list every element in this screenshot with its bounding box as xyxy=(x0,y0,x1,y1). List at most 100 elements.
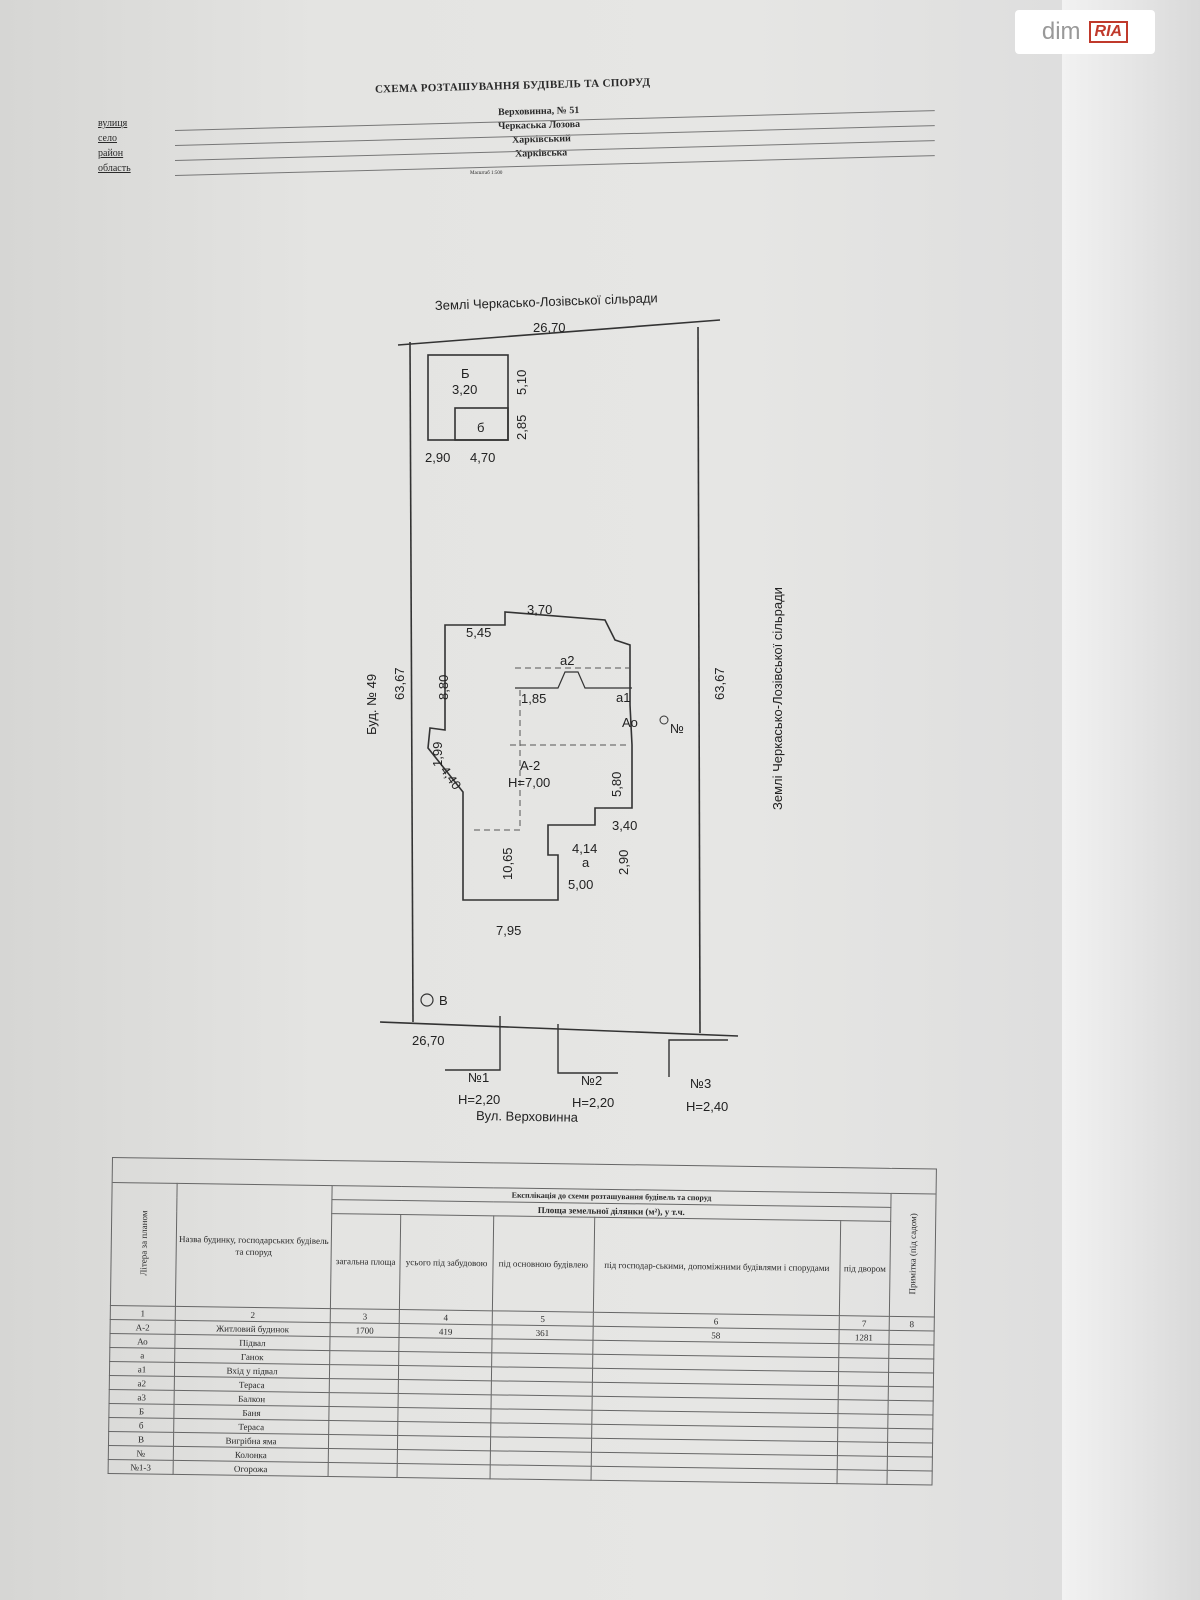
cell-letter: а1 xyxy=(109,1361,175,1377)
cell-built xyxy=(397,1421,491,1437)
lot-boundary xyxy=(397,319,721,346)
hidden-line xyxy=(470,690,521,831)
cell-yard xyxy=(837,1399,889,1415)
lot-bottom xyxy=(379,1021,739,1037)
porch-a1 xyxy=(515,671,632,689)
cell-main xyxy=(491,1366,593,1383)
top-neighbor-label: Землі Черкасько-Лозівської сільради xyxy=(435,290,658,313)
col-num: 1 xyxy=(110,1305,176,1321)
logo-dim: dim xyxy=(1041,18,1081,45)
right-length: 63,67 xyxy=(712,667,727,700)
cell-total xyxy=(328,1434,398,1450)
cell-yard xyxy=(837,1413,888,1429)
cell-total xyxy=(329,1350,400,1366)
house-label: А-2 xyxy=(520,758,540,773)
page-edge xyxy=(1062,0,1200,1600)
house-dim: 5,00 xyxy=(568,877,593,892)
cell-total xyxy=(329,1392,399,1408)
cell-letter: а xyxy=(109,1347,175,1363)
cell-note xyxy=(887,1414,933,1429)
cell-built xyxy=(398,1379,492,1395)
field-label-street: вулиця xyxy=(98,118,128,129)
cell-note xyxy=(888,1358,934,1373)
cell-note xyxy=(888,1372,934,1387)
col-num: 5 xyxy=(492,1310,594,1327)
basement-ao-label: Ао xyxy=(622,715,638,730)
header-note: Примітка (під садом) xyxy=(889,1193,937,1317)
porch-a1-label: а1 xyxy=(616,690,630,705)
cell-letter: Ао xyxy=(109,1333,176,1349)
cell-main: 361 xyxy=(491,1324,593,1341)
cell-total xyxy=(328,1462,398,1478)
cell-yard xyxy=(837,1441,888,1457)
fence-3 xyxy=(668,1039,728,1077)
cell-yard xyxy=(837,1427,888,1443)
field-label-district: район xyxy=(98,148,124,159)
house-dim: 3,70 xyxy=(527,602,552,617)
field-label-village: село xyxy=(98,133,117,144)
cell-letter: №1-3 xyxy=(108,1459,174,1475)
top-width: 26,70 xyxy=(533,320,566,335)
house-dim: 4,14 xyxy=(572,841,597,856)
lot-left xyxy=(409,341,414,1023)
cesspool-symbol xyxy=(420,993,434,1007)
fence-1-label: №1 xyxy=(468,1070,489,1085)
fence-1 xyxy=(445,1016,501,1071)
cell-letter: В xyxy=(108,1431,174,1447)
cell-yard xyxy=(836,1469,888,1485)
bath-dim: 4,70 xyxy=(470,450,495,465)
bath-label: Б xyxy=(461,366,470,381)
house-dim: 1,99 xyxy=(430,742,445,767)
cell-built xyxy=(398,1351,492,1367)
cell-built: 419 xyxy=(399,1323,493,1339)
house-dim: 8,80 xyxy=(436,675,451,700)
site-plan: Землі Черкасько-Лозівської сільради 26,7… xyxy=(364,290,785,1125)
house-dim: 10,65 xyxy=(500,847,515,880)
cell-letter: а2 xyxy=(109,1375,175,1391)
cell-note xyxy=(888,1330,935,1345)
cell-note xyxy=(887,1428,933,1443)
cell-built xyxy=(397,1449,491,1465)
fence-2-label: №2 xyxy=(581,1073,602,1088)
cell-total xyxy=(328,1406,399,1422)
dimria-logo: dim RIA xyxy=(1015,10,1155,54)
cell-main xyxy=(491,1380,593,1397)
bath-dim: 5,10 xyxy=(514,370,529,395)
cell-yard: 1281 xyxy=(838,1329,890,1345)
house-dim: 1,85 xyxy=(521,691,546,706)
cesspool-label: В xyxy=(439,993,448,1008)
fence-2 xyxy=(557,1024,618,1074)
cell-note xyxy=(888,1344,934,1359)
bottom-width: 26,70 xyxy=(412,1033,445,1048)
cell-letter: № xyxy=(108,1445,174,1461)
col-num: 7 xyxy=(838,1315,890,1331)
bath-terrace xyxy=(454,407,509,441)
cell-yard xyxy=(838,1357,889,1373)
document-page xyxy=(0,0,1062,1600)
cell-total xyxy=(328,1420,399,1436)
cell-yard xyxy=(836,1455,888,1471)
cell-note xyxy=(888,1386,934,1401)
col-num: 3 xyxy=(330,1308,400,1324)
header-main: під основною будівлею xyxy=(492,1215,595,1313)
cell-letter: б xyxy=(108,1417,174,1433)
cell-yard xyxy=(838,1371,889,1387)
bath-dim: 2,90 xyxy=(425,450,450,465)
cell-aux xyxy=(590,1466,837,1484)
explication-table: Літера за планом Назва будинку, господар… xyxy=(107,1157,937,1493)
cell-letter: а3 xyxy=(109,1389,175,1405)
house-dim: 2,90 xyxy=(616,850,631,875)
house-dim: 5,80 xyxy=(609,772,624,797)
logo-ria: RIA xyxy=(1088,21,1129,43)
header-aux: під господар-ськими, допоміжними будівля… xyxy=(593,1217,841,1316)
col-num: 4 xyxy=(399,1309,493,1325)
cell-total xyxy=(329,1336,400,1352)
bath-dim: 3,20 xyxy=(452,382,477,397)
cell-main xyxy=(490,1394,592,1411)
house-height: Н=7,00 xyxy=(508,775,550,790)
cell-built xyxy=(399,1337,492,1353)
fence-1-height: Н=2,20 xyxy=(458,1092,500,1107)
house-outline xyxy=(427,611,633,901)
cell-yard xyxy=(837,1385,889,1401)
cell-main xyxy=(490,1436,592,1453)
